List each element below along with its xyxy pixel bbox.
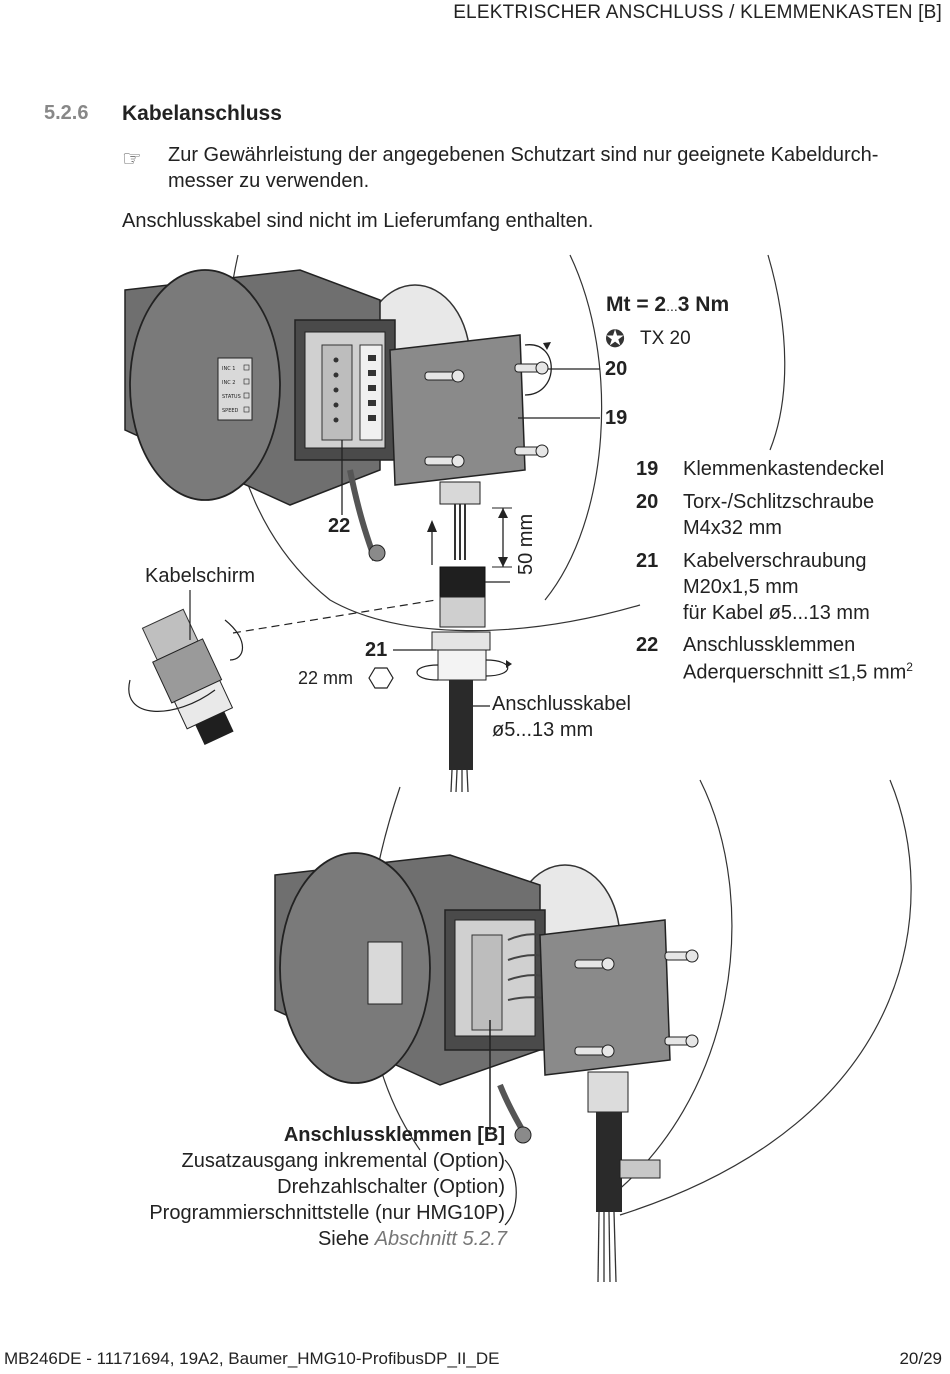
section-title: Kabelanschluss xyxy=(122,102,282,125)
section-link[interactable]: Abschnitt 5.2.7 xyxy=(374,1228,507,1250)
legend-text-22-line2: Aderquerschnitt ≤1,5 mm2 xyxy=(683,660,913,684)
svg-text:INC 2: INC 2 xyxy=(222,380,235,386)
tool-label: TX 20 xyxy=(640,328,691,349)
callout-19: 19 xyxy=(605,407,628,429)
svg-text:INC 1: INC 1 xyxy=(222,366,235,372)
legend-num-20: 20 xyxy=(636,491,659,513)
legend-text-21-line2: M20x1,5 mm xyxy=(683,576,799,598)
dimension-50mm: 50 mm xyxy=(515,513,537,575)
cable-label-1: Anschlusskabel xyxy=(492,693,631,715)
legend-num-19: 19 xyxy=(636,458,659,480)
pointing-hand-icon: ☞ xyxy=(122,146,142,171)
note-line-2: messer zu verwenden. xyxy=(168,170,370,192)
torx-icon: ✪ xyxy=(605,326,626,353)
legend-text-22-line1: Anschlussklemmen xyxy=(683,634,856,656)
note-line-1: Zur Gewährleistung der angegebenen Schut… xyxy=(168,144,879,166)
kabelschirm-label: Kabelschirm xyxy=(145,565,256,587)
torque-label: Mt = 2...3 Nm xyxy=(606,293,730,316)
legend-text-21-line3: für Kabel ø5...13 mm xyxy=(683,602,870,624)
callout-20: 20 xyxy=(605,358,628,380)
led-panel xyxy=(217,357,253,421)
legend-text-19: Klemmenkastendeckel xyxy=(683,458,885,480)
figure2-title: Anschlussklemmen [B] xyxy=(283,1124,505,1146)
figure2-see-reference: Siehe Abschnitt 5.2.7 xyxy=(317,1228,507,1250)
callout-21: 21 xyxy=(365,639,388,661)
figure2-line-3: Programmierschnittstelle (nur HMG10P) xyxy=(149,1202,505,1224)
legend-num-21: 21 xyxy=(636,550,659,572)
legend-text-20-line1: Torx-/Schlitzschraube xyxy=(683,491,875,513)
intro-text: Anschlusskabel sind nicht im Lieferumfan… xyxy=(122,210,594,232)
footer-page-number: 20/29 xyxy=(899,1349,942,1368)
legend-text-20-line2: M4x32 mm xyxy=(683,517,782,539)
cable-label-2: ø5...13 mm xyxy=(492,719,594,741)
wrench-size-label: 22 mm xyxy=(298,668,354,688)
figure2-line-2: Drehzahlschalter (Option) xyxy=(277,1176,505,1198)
figure2-line-1: Zusatzausgang inkremental (Option) xyxy=(181,1150,506,1172)
svg-text:SPEED: SPEED xyxy=(222,408,239,414)
section-number: 5.2.6 xyxy=(44,102,89,124)
legend-text-21-line1: Kabelverschraubung xyxy=(683,550,867,572)
callout-22: 22 xyxy=(328,515,351,537)
legend-num-22: 22 xyxy=(636,634,659,656)
page-header: ELEKTRISCHER ANSCHLUSS / KLEMMENKASTEN [… xyxy=(453,2,942,23)
svg-text:STATUS: STATUS xyxy=(222,394,241,400)
footer-document-id: MB246DE - 11171694, 19A2, Baumer_HMG10-P… xyxy=(4,1349,500,1368)
